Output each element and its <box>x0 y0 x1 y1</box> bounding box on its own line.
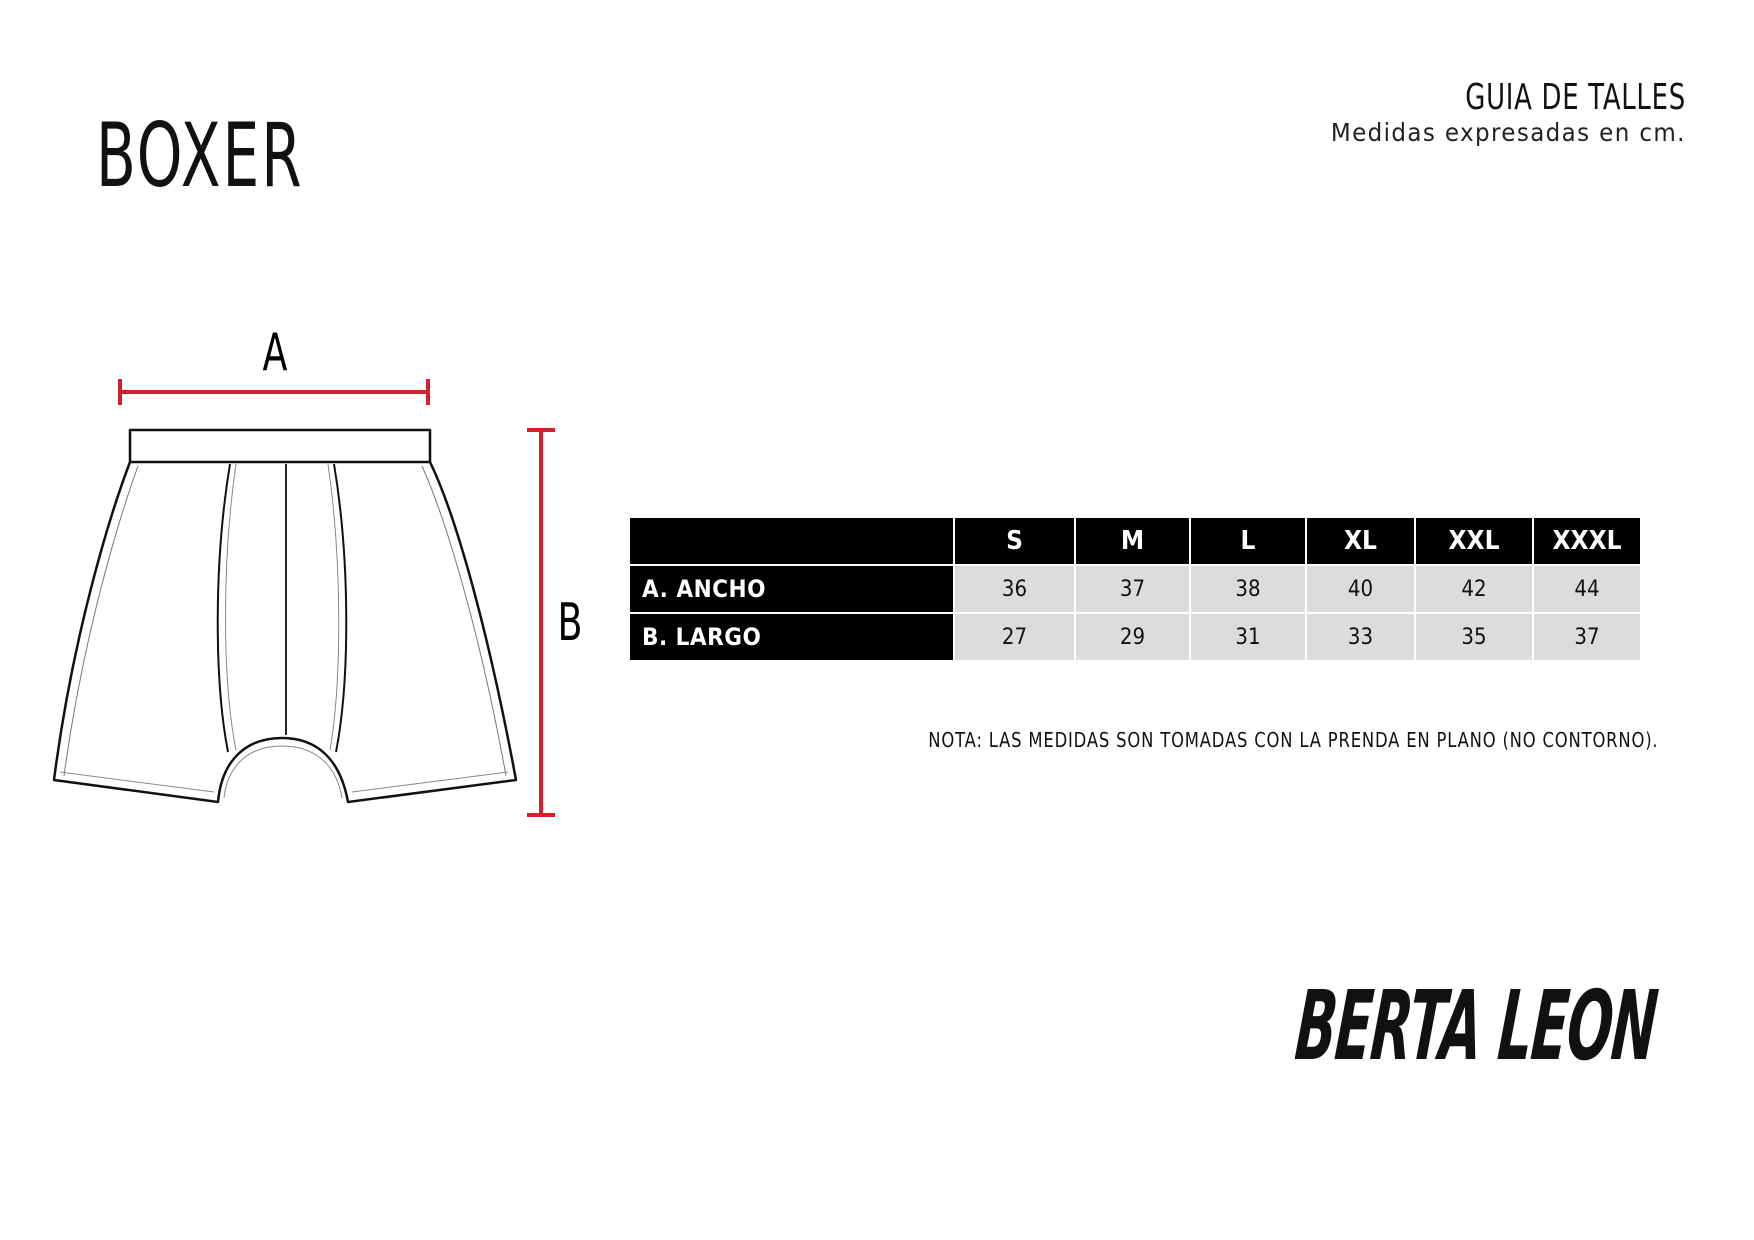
size-header-l: L <box>1189 516 1307 566</box>
table-cell: 38 <box>1189 564 1307 614</box>
size-header-m: M <box>1074 516 1191 566</box>
measurement-note: NOTA: LAS MEDIDAS SON TOMADAS CON LA PRE… <box>927 728 1658 752</box>
row-label-ancho: A. ANCHO <box>628 564 955 614</box>
table-row: A. ANCHO 36 37 38 40 42 44 <box>628 564 1642 614</box>
row-label-largo: B. LARGO <box>628 612 955 662</box>
size-guide-header: GUIA DE TALLES Medidas expresadas en cm. <box>1300 77 1686 147</box>
size-header-xxl: XXL <box>1414 516 1534 566</box>
table-cell: 36 <box>953 564 1076 614</box>
table-cell: 42 <box>1414 564 1534 614</box>
measure-b-line <box>527 428 555 817</box>
measure-b-label: B <box>558 591 583 652</box>
table-cell: 31 <box>1189 612 1307 662</box>
table-cell: 35 <box>1414 612 1534 662</box>
table-cell: 33 <box>1305 612 1416 662</box>
boxer-diagram: A B <box>52 321 583 817</box>
guide-subtitle: Medidas expresadas en cm. <box>1330 118 1686 147</box>
table-corner <box>628 516 955 566</box>
size-header-xl: XL <box>1305 516 1416 566</box>
size-table: S M L XL XXL XXXL A. ANCHO 36 37 38 40 4… <box>628 516 1642 662</box>
table-cell: 29 <box>1074 612 1191 662</box>
measure-a-line <box>118 379 430 405</box>
product-title: BOXER <box>96 104 304 207</box>
boxer-outline <box>52 428 518 804</box>
table-cell: 37 <box>1074 564 1191 614</box>
table-row: B. LARGO 27 29 31 33 35 37 <box>628 612 1642 662</box>
table-cell: 40 <box>1305 564 1416 614</box>
guide-title: GUIA DE TALLES <box>1465 77 1686 118</box>
table-cell: 37 <box>1532 612 1642 662</box>
size-header-s: S <box>953 516 1076 566</box>
size-header-row: S M L XL XXL XXXL <box>628 516 1642 566</box>
brand-logo: BERTA LEON <box>1291 970 1661 1082</box>
table-cell: 44 <box>1532 564 1642 614</box>
table-cell: 27 <box>953 612 1076 662</box>
size-header-xxxl: XXXL <box>1532 516 1642 566</box>
measure-a-label: A <box>263 321 288 382</box>
